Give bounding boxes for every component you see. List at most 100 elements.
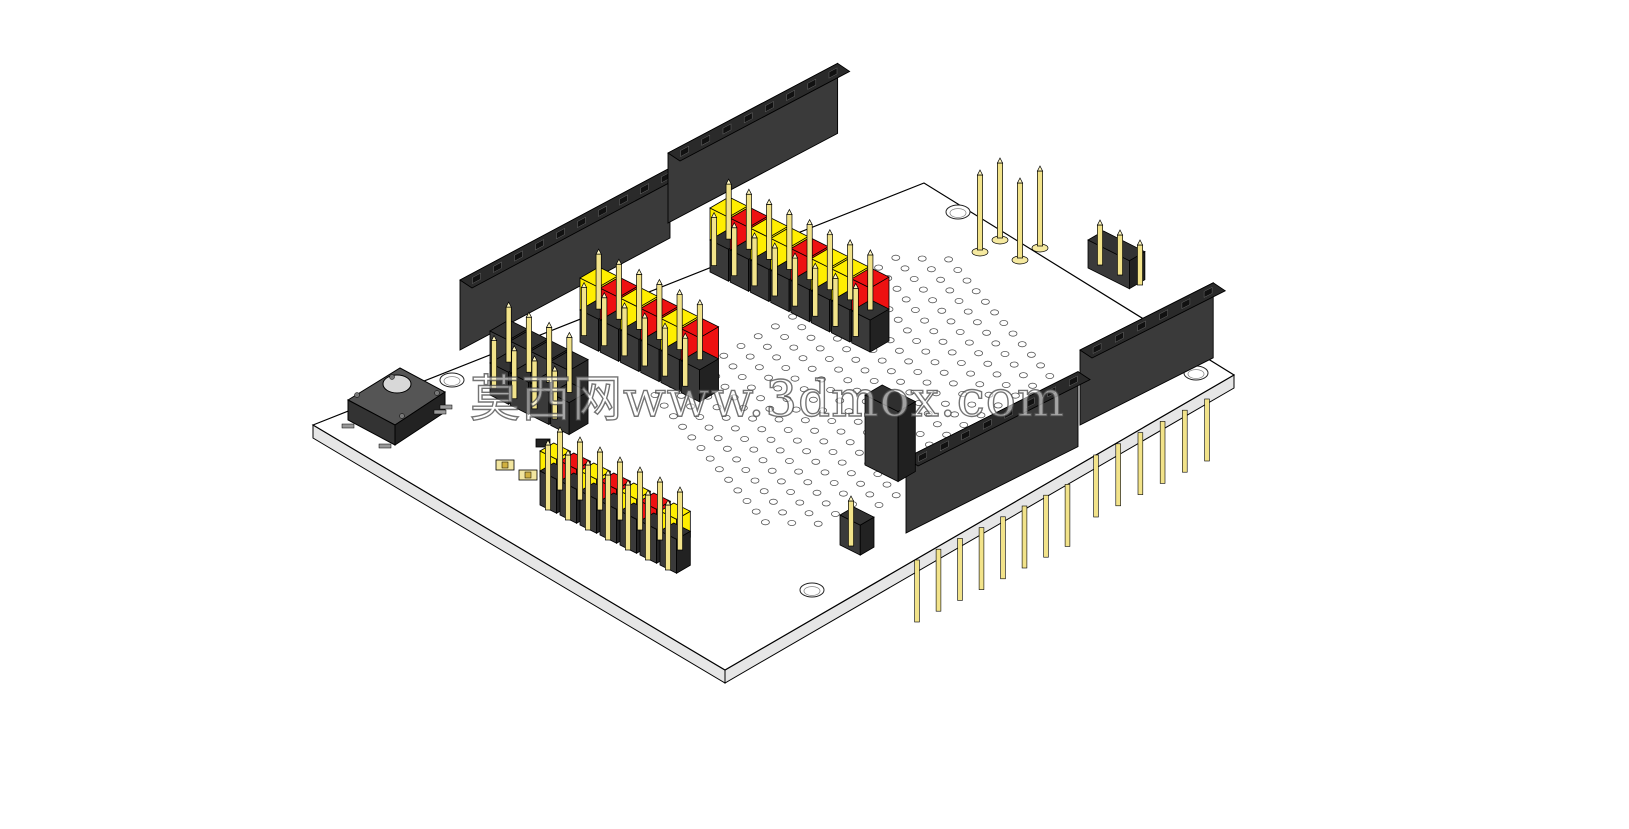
proto-hole bbox=[912, 337, 921, 344]
header-pin bbox=[725, 178, 732, 240]
front-header-pin-back bbox=[576, 436, 584, 501]
proto-hole bbox=[793, 437, 802, 444]
smd-led-die bbox=[501, 461, 509, 469]
proto-hole bbox=[777, 478, 786, 485]
header-pin-front bbox=[852, 282, 859, 337]
front-header-pin-back bbox=[636, 466, 644, 531]
proto-hole bbox=[895, 347, 904, 354]
proto-hole bbox=[919, 286, 928, 293]
pin-shaft bbox=[656, 284, 663, 340]
female-socket bbox=[680, 145, 689, 157]
proto-hole bbox=[763, 343, 772, 350]
pin-tip bbox=[664, 499, 672, 506]
proto-hole bbox=[877, 357, 887, 364]
proto-hole bbox=[732, 456, 741, 463]
pin-tip bbox=[791, 252, 799, 259]
proto-hole bbox=[829, 479, 839, 486]
button-corner-dot bbox=[389, 374, 395, 380]
pin-tip bbox=[615, 258, 623, 265]
button-leg bbox=[378, 443, 392, 449]
mounting-hole bbox=[439, 372, 465, 388]
proto-hole bbox=[804, 510, 814, 517]
pin-shaft bbox=[557, 431, 563, 491]
button-corner-dot bbox=[399, 413, 405, 419]
proto-hole bbox=[900, 265, 910, 272]
female-socket bbox=[598, 205, 607, 217]
proto-hole bbox=[737, 373, 747, 380]
female-socket bbox=[1159, 309, 1168, 321]
pin-tip bbox=[644, 489, 652, 496]
front-header-pin-back bbox=[616, 456, 624, 521]
small-header-pin bbox=[1096, 219, 1104, 266]
proto-hole bbox=[686, 403, 695, 410]
proto-hole bbox=[1011, 392, 1020, 399]
proto-hole bbox=[905, 389, 915, 396]
proto-hole bbox=[767, 467, 777, 474]
header-pin bbox=[505, 301, 512, 363]
front-header-pin-back bbox=[676, 486, 684, 551]
pin-tip bbox=[566, 331, 573, 338]
proto-hole bbox=[781, 364, 791, 371]
pin-shaft bbox=[806, 224, 813, 280]
pin-tip bbox=[556, 426, 564, 433]
proto-hole bbox=[958, 390, 967, 397]
pin-tip bbox=[584, 459, 592, 466]
proto-hole bbox=[944, 256, 953, 263]
pin-tip bbox=[596, 446, 604, 453]
proto-hole bbox=[758, 457, 768, 464]
underside-pin bbox=[1064, 484, 1071, 547]
proto-hole bbox=[901, 296, 911, 303]
proto-hole bbox=[731, 425, 740, 432]
proto-hole bbox=[914, 399, 924, 406]
female-header-back-left bbox=[459, 167, 683, 351]
proto-hole bbox=[772, 354, 781, 361]
button-leg bbox=[341, 423, 355, 429]
female-socket bbox=[722, 123, 732, 135]
proto-hole bbox=[963, 308, 973, 315]
pin-tip bbox=[505, 301, 512, 308]
proto-hole bbox=[831, 510, 840, 517]
header-pin bbox=[545, 321, 553, 383]
proto-hole bbox=[892, 285, 902, 292]
underside-pin bbox=[914, 559, 920, 623]
proto-hole bbox=[1008, 330, 1018, 337]
header-pin-front bbox=[601, 291, 608, 347]
pin-shaft bbox=[615, 263, 622, 320]
header-pin-front bbox=[580, 281, 588, 336]
proto-hole bbox=[847, 470, 856, 477]
pin-tip bbox=[771, 242, 778, 249]
pin-tip bbox=[525, 311, 533, 318]
small-header-pin bbox=[1136, 239, 1144, 286]
proto-hole bbox=[696, 444, 706, 451]
pin-shaft bbox=[696, 304, 703, 361]
proto-hole bbox=[825, 355, 834, 362]
pin-tip bbox=[676, 288, 683, 295]
proto-hole bbox=[773, 385, 783, 392]
header-pin bbox=[867, 249, 874, 311]
proto-hole bbox=[742, 497, 752, 504]
pin-shaft bbox=[997, 162, 1003, 239]
proto-hole bbox=[920, 317, 929, 324]
pin-tip bbox=[786, 208, 793, 215]
header-pin-front bbox=[771, 242, 778, 297]
icsp-pin bbox=[976, 169, 984, 251]
pin-tip bbox=[867, 249, 874, 256]
female-socket bbox=[1026, 397, 1035, 408]
pin-tip bbox=[725, 178, 732, 185]
proto-hole bbox=[938, 338, 948, 345]
pin-shaft bbox=[546, 326, 553, 383]
pin-shaft bbox=[1037, 170, 1043, 247]
proto-hole bbox=[949, 380, 958, 387]
proto-hole bbox=[745, 353, 755, 360]
proto-hole bbox=[765, 405, 775, 412]
underside-pin bbox=[1021, 505, 1028, 569]
underside-pin bbox=[1115, 443, 1121, 507]
pin-tip bbox=[852, 282, 859, 289]
proto-hole bbox=[819, 438, 829, 445]
pin-tip bbox=[661, 322, 669, 329]
pin-tip bbox=[635, 268, 643, 275]
proto-hole bbox=[844, 408, 854, 415]
underside-pin bbox=[1093, 454, 1099, 518]
pin-shaft bbox=[491, 340, 497, 389]
proto-hole bbox=[903, 327, 912, 334]
